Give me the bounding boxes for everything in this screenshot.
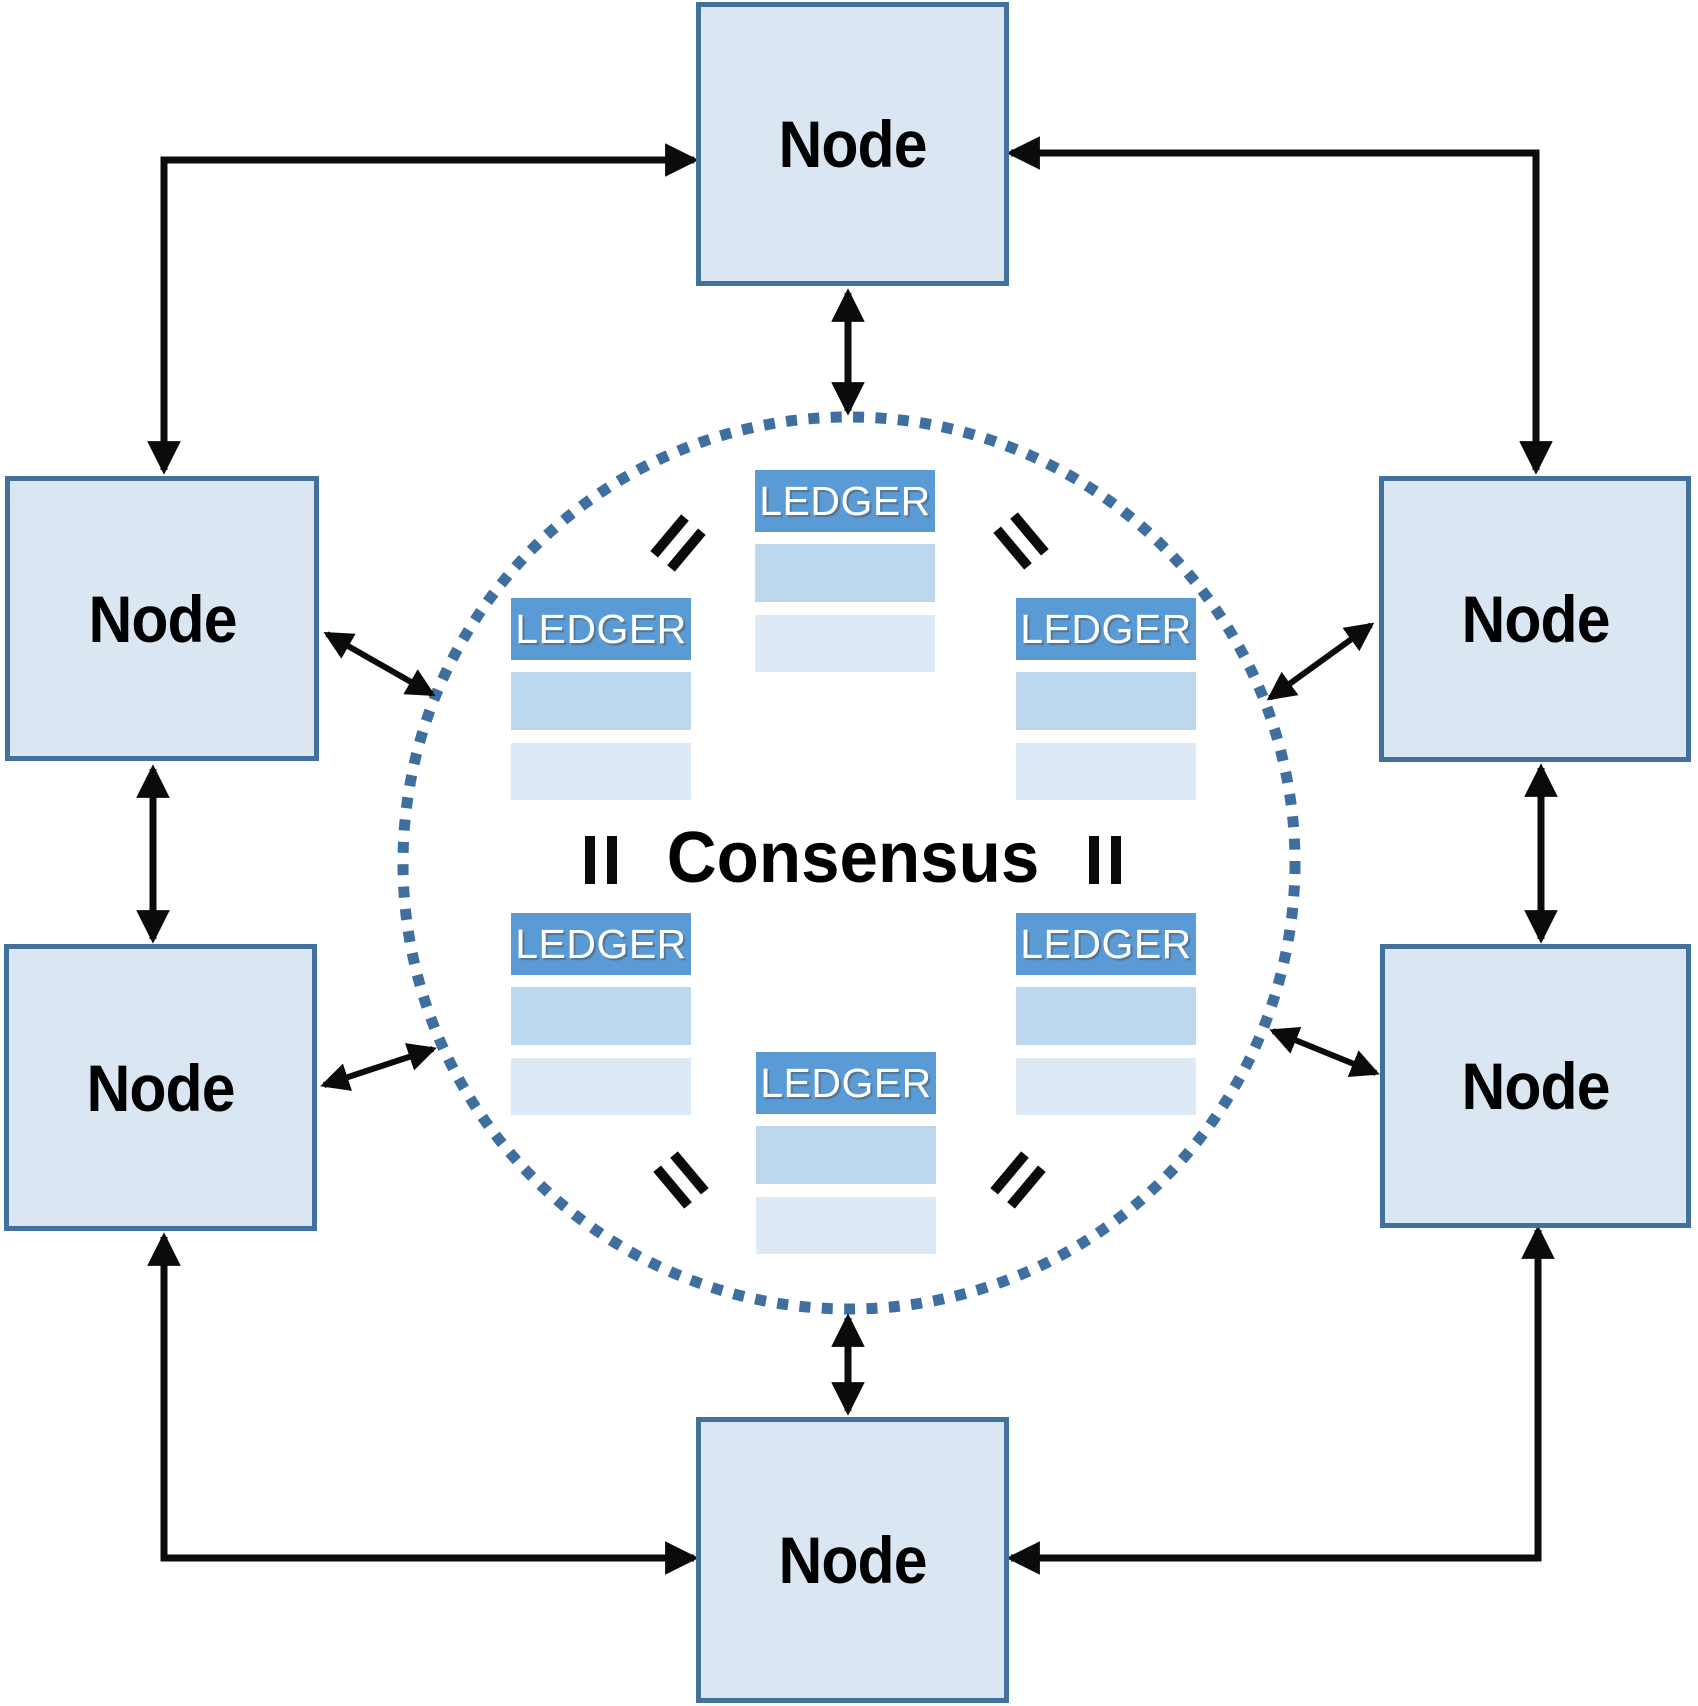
- ledger-row: [1016, 672, 1196, 730]
- ledger-row: [511, 987, 691, 1045]
- connector-bottom-node-to-lower-right-node: [1006, 1225, 1555, 1575]
- node-label: Node: [778, 107, 927, 181]
- equals-icon-middle-right: [1089, 836, 1121, 884]
- connector-upper-left-node-to-circle: [323, 631, 436, 697]
- node-box-top: Node: [696, 2, 1009, 286]
- node-box-upper-left: Node: [5, 476, 319, 761]
- ledger-row: [1016, 987, 1196, 1045]
- equals-icon-top-right: [993, 512, 1049, 570]
- node-box-upper-right: Node: [1379, 476, 1691, 762]
- equals-icon-bottom-left: [653, 1151, 709, 1209]
- ledger-row: [511, 1058, 691, 1115]
- node-box-lower-right: Node: [1380, 944, 1691, 1228]
- ledger-header: LEDGER: [1016, 598, 1196, 660]
- connector-upper-right-node-to-circle: [1266, 622, 1375, 701]
- ledger-row: [1016, 1058, 1196, 1115]
- ledger-row: [755, 615, 935, 672]
- ledger-row: [755, 544, 935, 602]
- consensus-circle-dotted-border: [397, 411, 1301, 1315]
- ledger-row: [756, 1197, 936, 1254]
- node-label: Node: [778, 1523, 927, 1597]
- consensus-title: Consensus: [666, 818, 1040, 898]
- ledger-header: LEDGER: [511, 598, 691, 660]
- ledger-header: LEDGER: [755, 470, 935, 532]
- connector-top-node-to-upper-left-node: [147, 143, 699, 475]
- ledger-row: [756, 1126, 936, 1184]
- node-label: Node: [86, 1050, 235, 1125]
- ledger-row: [511, 672, 691, 730]
- node-box-lower-left: Node: [4, 944, 317, 1231]
- ledger-header: LEDGER: [1016, 913, 1196, 975]
- ledger-header: LEDGER: [511, 913, 691, 975]
- connector-lower-left-node-to-circle: [320, 1043, 437, 1091]
- ledger-header: LEDGER: [756, 1052, 936, 1114]
- ledger-table-upper-left: LEDGER: [511, 598, 691, 800]
- connector-lower-right-node-to-circle: [1269, 1027, 1380, 1077]
- node-box-bottom: Node: [696, 1417, 1009, 1703]
- connector-top-node-to-upper-right-node: [1006, 136, 1553, 475]
- ledger-table-bottom-center: LEDGER: [756, 1052, 936, 1254]
- ledger-table-top-center: LEDGER: [755, 470, 935, 672]
- connector-bottom-node-to-lower-left-node: [147, 1232, 699, 1575]
- ledger-row: [1016, 743, 1196, 800]
- ledger-table-upper-right: LEDGER: [1016, 598, 1196, 800]
- equals-icon-bottom-right: [990, 1151, 1046, 1209]
- node-label: Node: [1460, 582, 1610, 656]
- ledger-table-lower-left: LEDGER: [511, 913, 691, 1115]
- ledger-table-lower-right: LEDGER: [1016, 913, 1196, 1115]
- equals-icon-top-left: [650, 514, 706, 572]
- node-label: Node: [1461, 1049, 1610, 1123]
- equals-icon-middle-left: [585, 836, 617, 884]
- node-label: Node: [87, 581, 237, 656]
- ledger-row: [511, 743, 691, 800]
